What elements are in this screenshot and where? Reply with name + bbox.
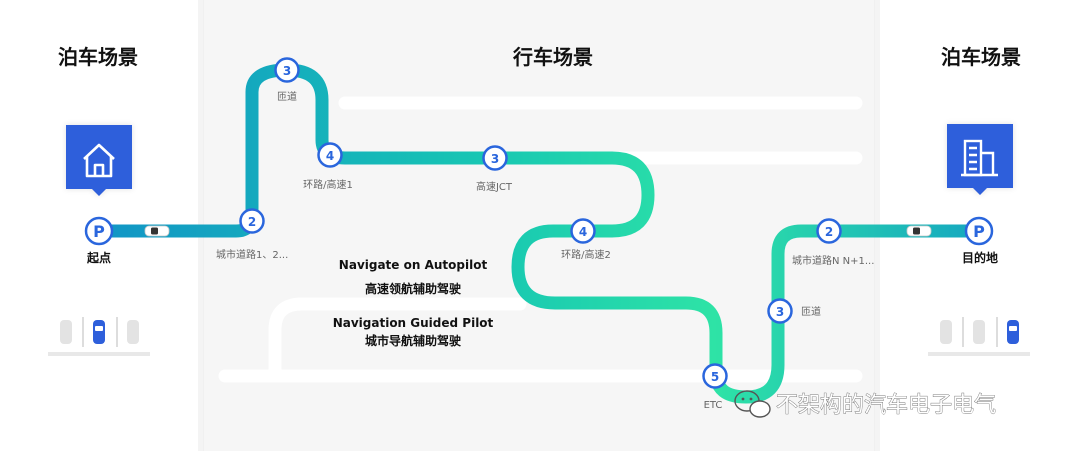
route-node-2b: 2 xyxy=(816,218,842,244)
building-icon xyxy=(961,139,998,177)
node-number: 2 xyxy=(248,215,256,229)
node-label-4b: 环路/高速2 xyxy=(561,248,611,261)
road-line-4 xyxy=(268,297,527,383)
parking-divider xyxy=(82,317,84,347)
route-node-4b: 4 xyxy=(570,218,596,244)
parked-car-icon xyxy=(973,320,985,344)
parking-lot-left xyxy=(48,317,150,356)
parked-car-icon xyxy=(940,320,952,344)
noa-english-label: Navigate on Autopilot xyxy=(339,258,488,272)
node-label-3a: 匝道 xyxy=(277,90,297,103)
car-right xyxy=(906,225,932,237)
node-label-3c: 匝道 xyxy=(801,305,821,318)
start-parking-label: P xyxy=(93,222,105,241)
section-title-center: 行车场景 xyxy=(512,45,593,69)
end-parking-marker: P xyxy=(964,216,994,246)
parking-divider xyxy=(962,317,964,347)
node-number: 2 xyxy=(825,225,833,239)
end-label: 目的地 xyxy=(962,250,998,265)
ngp-english-label: Navigation Guided Pilot xyxy=(333,316,494,330)
parking-lot-right xyxy=(928,317,1030,356)
route-node-3c: 3 xyxy=(767,298,793,324)
node-number: 3 xyxy=(776,305,784,319)
node-number: 5 xyxy=(711,370,719,384)
watermark-text: 不架构的汽车电子电气 xyxy=(776,393,996,418)
route-node-2a: 2 xyxy=(239,208,265,234)
route-node-3b: 3 xyxy=(482,145,508,171)
parking-divider xyxy=(116,317,118,347)
home-pin xyxy=(66,125,132,196)
parked-car-icon xyxy=(1007,320,1019,344)
end-parking-label: P xyxy=(973,222,985,241)
node-label-5: ETC xyxy=(704,400,723,411)
node-number: 3 xyxy=(283,64,291,78)
parking-lot-base xyxy=(928,352,1030,356)
route-node-5: 5 xyxy=(702,363,728,389)
car-windshield xyxy=(1009,326,1017,331)
section-title-left: 泊车场景 xyxy=(58,45,138,69)
start-label: 起点 xyxy=(86,250,111,265)
parked-car-icon xyxy=(127,320,139,344)
node-label-2a: 城市道路1、2... xyxy=(216,248,288,261)
parked-car-icon xyxy=(93,320,105,344)
route-node-4a: 4 xyxy=(317,142,343,168)
car-windshield xyxy=(95,326,103,331)
noa-chinese-label: 高速领航辅助驾驶 xyxy=(365,281,461,296)
home-icon xyxy=(83,143,115,178)
ngp-chinese-label: 城市导航辅助驾驶 xyxy=(365,333,461,348)
node-label-3b: 高速JCT xyxy=(476,180,513,193)
parking-divider xyxy=(996,317,998,347)
parked-car-icon xyxy=(60,320,72,344)
node-label-2b: 城市道路N N+1... xyxy=(792,254,874,267)
node-number: 4 xyxy=(579,225,587,239)
node-number: 3 xyxy=(491,152,499,166)
section-title-right: 泊车场景 xyxy=(941,45,1021,69)
parking-lot-base xyxy=(48,352,150,356)
route-node-3a: 3 xyxy=(274,57,300,83)
wechat-icon xyxy=(734,390,771,418)
node-label-4a: 环路/高速1 xyxy=(303,178,353,191)
start-parking-marker: P xyxy=(84,216,114,246)
car-left xyxy=(144,225,170,237)
node-number: 4 xyxy=(326,149,334,163)
